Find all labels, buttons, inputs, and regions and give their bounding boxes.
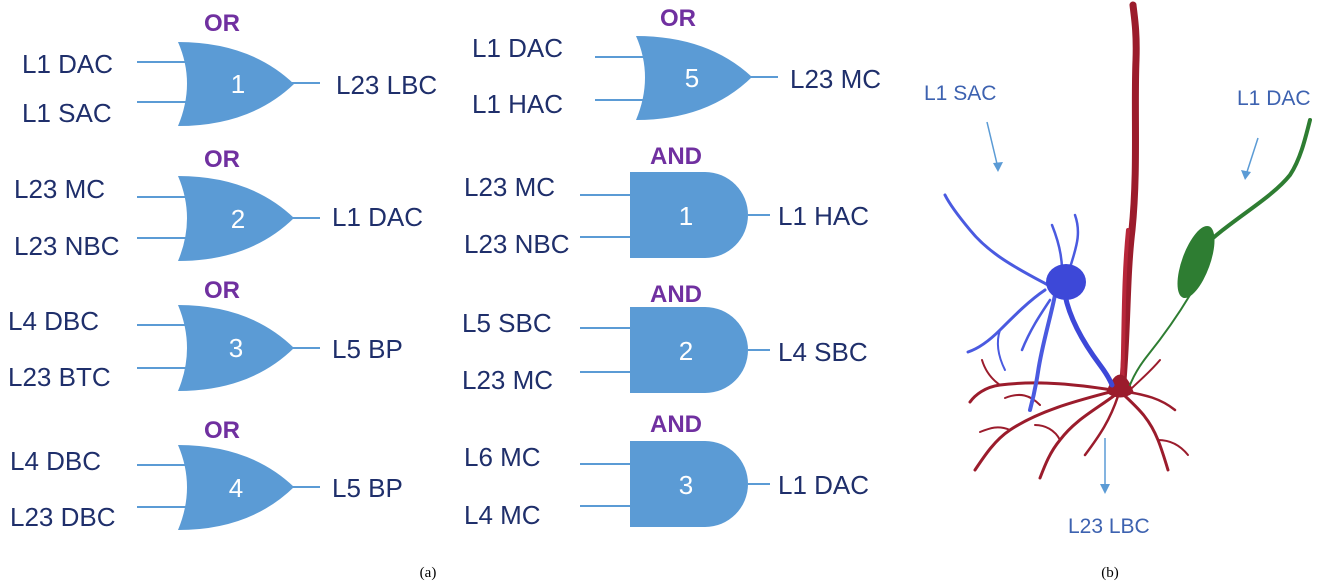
input-label: L23 MC	[464, 172, 555, 202]
gate-number: 2	[679, 336, 693, 366]
output-label: L4 SBC	[778, 337, 868, 367]
input-label: L23 MC	[462, 365, 553, 395]
input-label: L5 SBC	[462, 308, 552, 338]
or-gate-body	[636, 36, 752, 120]
caption-b: (b)	[1101, 565, 1119, 581]
neuron-label-right: L1 DAC	[1237, 87, 1311, 110]
gate-number: 1	[231, 69, 245, 99]
gate-number: 2	[231, 204, 245, 234]
neuron-label-bottom: L23 LBC	[1068, 515, 1150, 538]
or-gate-4: OR 4 L4 DBC L23 DBC L5 BP	[10, 417, 403, 532]
gate-type-label: AND	[650, 281, 702, 308]
input-arrow-right	[1241, 137, 1259, 180]
or-gate-body	[178, 305, 294, 391]
and-gate-body	[630, 441, 748, 527]
output-label: L23 MC	[790, 64, 881, 94]
gate-number: 4	[229, 473, 243, 503]
input-label: L6 MC	[464, 442, 541, 472]
input-label: L1 DAC	[22, 49, 113, 79]
input-label: L1 DAC	[472, 33, 563, 63]
or-gate-body	[178, 445, 294, 530]
gate-number: 1	[679, 201, 693, 231]
input-label: L4 DBC	[10, 446, 101, 476]
or-gate-body	[178, 42, 294, 126]
input-label: L1 SAC	[22, 98, 112, 128]
output-label: L5 BP	[332, 334, 403, 364]
gate-type-label: OR	[660, 5, 696, 32]
gate-number: 3	[229, 333, 243, 363]
input-label: L1 HAC	[472, 89, 563, 119]
input-label: L4 MC	[464, 500, 541, 530]
and-gate-1: AND 1 L23 MC L23 NBC L1 HAC	[464, 143, 869, 259]
or-gate-3: OR 3 L4 DBC L23 BTC L5 BP	[8, 277, 403, 392]
central-neuron	[968, 1, 1189, 480]
caption-a: (a)	[420, 565, 437, 581]
right-neuron-soma	[1177, 225, 1215, 299]
left-neuron	[943, 193, 1115, 412]
or-gate-body	[178, 176, 294, 261]
output-label: L1 HAC	[778, 201, 869, 231]
gate-number: 3	[679, 470, 693, 500]
output-label: L1 DAC	[332, 202, 423, 232]
gate-number: 5	[685, 63, 699, 93]
input-label: L23 BTC	[8, 362, 111, 392]
output-arrow-bottom	[1100, 438, 1110, 494]
or-gate-1: OR 1 L1 DAC L1 SAC L23 LBC	[22, 10, 437, 128]
and-gate-2: AND 2 L5 SBC L23 MC L4 SBC	[462, 281, 868, 395]
gate-type-label: AND	[650, 143, 702, 170]
input-label: L23 MC	[14, 174, 105, 204]
input-arrow-left	[986, 121, 1003, 172]
output-label: L23 LBC	[336, 70, 437, 100]
input-label: L23 NBC	[14, 231, 120, 261]
left-neuron-soma	[1046, 264, 1086, 300]
or-gate-5: OR 5 L1 DAC L1 HAC L23 MC	[472, 5, 881, 120]
gate-type-label: OR	[204, 277, 240, 304]
gate-type-label: OR	[204, 417, 240, 444]
gate-type-label: OR	[204, 146, 240, 173]
input-label: L4 DBC	[8, 306, 99, 336]
and-gate-3: AND 3 L6 MC L4 MC L1 DAC	[464, 411, 869, 530]
gate-type-label: OR	[204, 10, 240, 37]
and-gate-body	[630, 172, 748, 258]
output-label: L1 DAC	[778, 470, 869, 500]
or-gate-2: OR 2 L23 MC L23 NBC L1 DAC	[14, 146, 423, 261]
neuron-label-left: L1 SAC	[924, 82, 996, 105]
and-gate-body	[630, 307, 748, 393]
input-label: L23 NBC	[464, 229, 570, 259]
right-neuron	[1129, 118, 1312, 386]
output-label: L5 BP	[332, 473, 403, 503]
input-label: L23 DBC	[10, 502, 116, 532]
neuron-illustration: L1 SAC L1 DAC L23 LBC	[924, 1, 1312, 538]
gate-type-label: AND	[650, 411, 702, 438]
